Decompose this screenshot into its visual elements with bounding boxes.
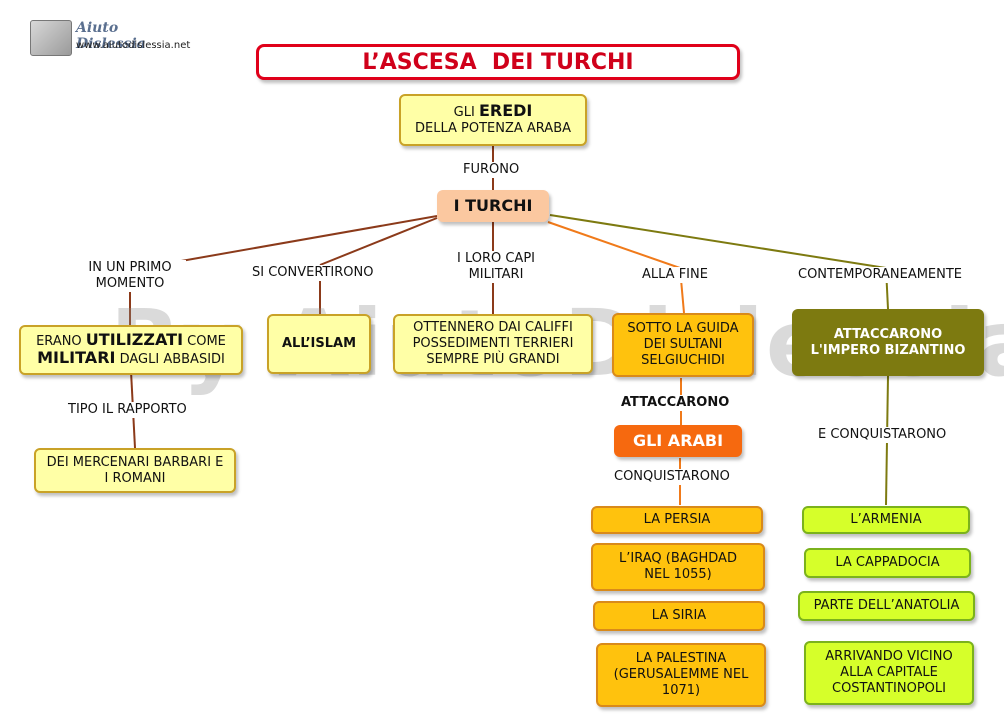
arab-conquest-persia: LA PERSIA: [591, 506, 763, 534]
utilizzati-s2: MILITARI: [37, 348, 116, 367]
link-furono: FURONO: [461, 162, 522, 178]
utilizzati-t1: ERANO: [36, 334, 86, 349]
arab-conquest-iraq: L’IRAQ (BAGHDAD NEL 1055): [591, 543, 765, 591]
link-e-conquistarono: E CONQUISTARONO: [816, 427, 949, 443]
node-mercenari: DEI MERCENARI BARBARI E I ROMANI: [34, 448, 236, 493]
byz-conquest-anatolia: PARTE DELL’ANATOLIA: [798, 591, 975, 621]
node-bizantino: ATTACCARONO L'IMPERO BIZANTINO: [792, 309, 984, 376]
arab-conquest-siria: LA SIRIA: [593, 601, 765, 631]
link-tipo-rapporto: TIPO IL RAPPORTO: [66, 402, 189, 418]
link-conquistarono: CONQUISTARONO: [612, 469, 732, 485]
arab-conquest-palestina: LA PALESTINA (GERUSALEMME NEL 1071): [596, 643, 766, 707]
node-ottennero: OTTENNERO DAI CALIFFI POSSEDIMENTI TERRI…: [393, 314, 593, 374]
byz-conquest-costantinopoli: ARRIVANDO VICINO ALLA CAPITALE COSTANTIN…: [804, 641, 974, 705]
link-alla-fine: ALLA FINE: [640, 267, 710, 283]
page-title: L’ASCESA DEI TURCHI: [256, 44, 740, 80]
node-utilizzati: ERANO UTILIZZATI COME MILITARI DAGLI ABB…: [19, 325, 243, 375]
eredi-post: DELLA POTENZA ARABA: [414, 121, 572, 136]
utilizzati-t2: COME: [183, 334, 226, 349]
node-arabi: GLI ARABI: [614, 425, 742, 457]
byz-conquest-cappadocia: LA CAPPADOCIA: [804, 548, 971, 578]
node-sultani: SOTTO LA GUIDA DEI SULTANI SELGIUCHIDI: [612, 313, 754, 377]
utilizzati-s1: UTILIZZATI: [85, 330, 184, 349]
eredi-strong: EREDI: [478, 101, 533, 120]
link-convertirono: SI CONVERTIRONO: [250, 265, 376, 281]
node-eredi: GLI EREDI DELLA POTENZA ARABA: [399, 94, 587, 146]
link-attaccarono: ATTACCARONO: [619, 395, 732, 411]
eredi-pre: GLI: [453, 105, 479, 120]
link-contemporaneamente: CONTEMPORANEAMENTE: [796, 267, 965, 283]
logo-name: Aiuto Dislessia: [76, 20, 146, 52]
byz-conquest-armenia: L’ARMENIA: [802, 506, 970, 534]
book-icon: [30, 20, 72, 56]
link-capi-militari: I LORO CAPI MILITARI: [448, 251, 544, 283]
node-turchi: I TURCHI: [437, 190, 549, 222]
link-primo-momento: IN UN PRIMO MOMENTO: [74, 260, 186, 292]
utilizzati-t3: DAGLI ABBASIDI: [115, 352, 225, 367]
node-islam: ALL’ISLAM: [267, 314, 371, 374]
logo-url: www.aiutodislessia.net: [76, 40, 191, 51]
site-logo: Aiuto Dislessia www.aiutodislessia.net: [30, 18, 190, 58]
